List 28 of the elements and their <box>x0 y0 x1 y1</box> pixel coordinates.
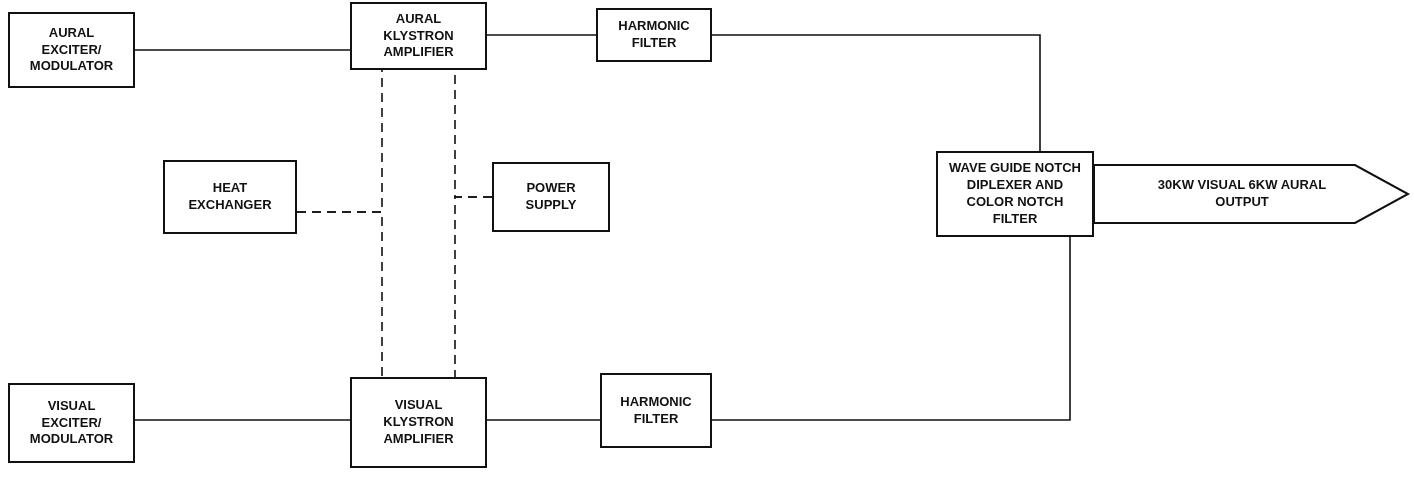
block-box <box>600 373 712 448</box>
connector-line <box>711 34 1041 152</box>
block-box <box>350 2 487 70</box>
connector-line <box>134 419 351 421</box>
block-box <box>8 383 135 463</box>
block-label: VISUAL KLYSTRON AMPLIFIER <box>382 397 455 448</box>
block-label: POWER SUPPLY <box>524 180 578 214</box>
connector-line <box>711 236 1071 421</box>
block-label: AURAL KLYSTRON AMPLIFIER <box>382 10 455 62</box>
dashed-connector <box>454 196 493 378</box>
output-arrow <box>1094 163 1410 225</box>
block-label: HARMONIC FILTER <box>617 18 691 52</box>
block-label: HEAT EXCHANGER <box>187 180 273 214</box>
block-box <box>350 377 487 468</box>
connector-line <box>134 49 351 51</box>
block-label: AURAL EXCITER/ MODULATOR <box>28 24 115 76</box>
block-label: VISUAL EXCITER/ MODULATOR <box>28 397 115 449</box>
block-box <box>492 162 610 232</box>
connector-line <box>486 419 601 421</box>
dashed-connector <box>296 211 383 378</box>
block-label: WAVE GUIDE NOTCH DIPLEXER AND COLOR NOTCH FILTER <box>948 160 1082 228</box>
connector-line <box>486 34 597 36</box>
block-box <box>936 151 1094 237</box>
block-label: HARMONIC FILTER <box>619 393 693 428</box>
block-box <box>8 12 135 88</box>
block-box <box>163 160 297 234</box>
block-label: 30KW VISUAL 6KW AURAL OUTPUT <box>1156 177 1328 211</box>
block-box <box>596 8 712 62</box>
